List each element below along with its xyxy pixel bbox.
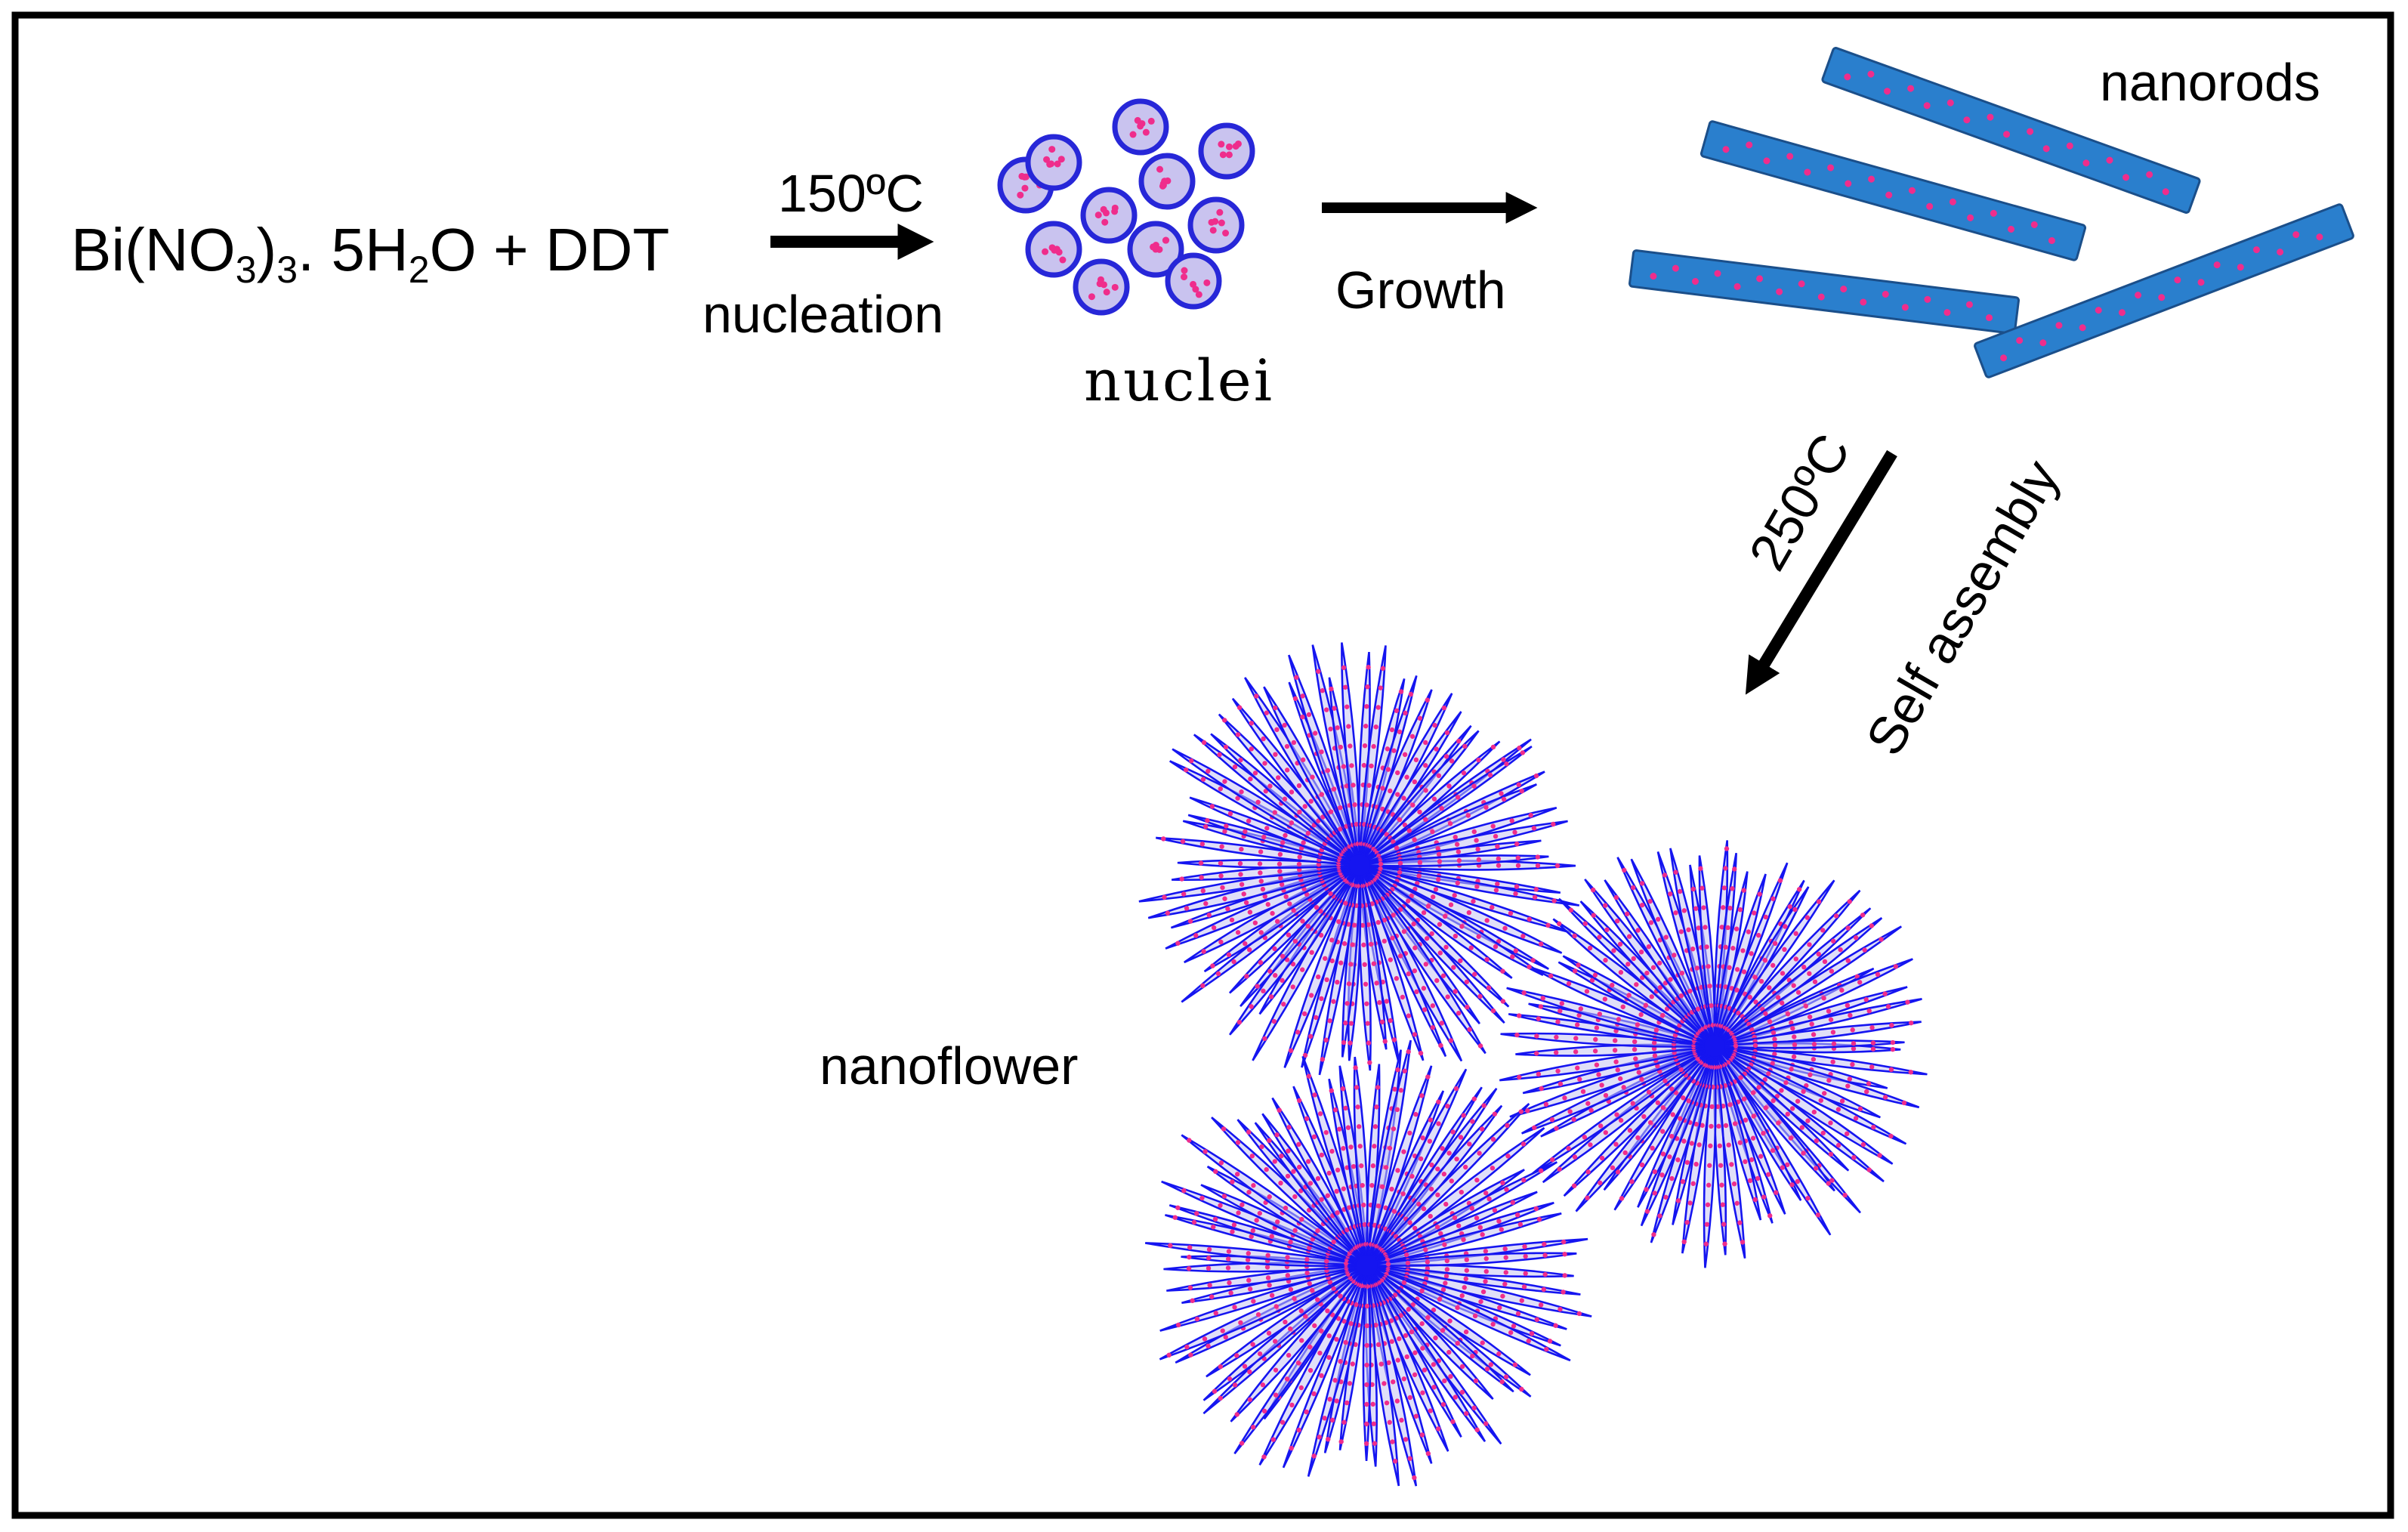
nucleation-temperature: 150ºC [778,164,924,223]
nanorod [1974,203,2354,378]
nucleus-sphere [1025,221,1082,278]
nucleus-sphere [1198,122,1255,180]
nanorods-group [1628,47,2354,378]
nanoflower-core [1349,854,1370,876]
nanoflower-petal [1166,1264,1368,1292]
nanoflower-petal [1713,1046,1835,1192]
nanoflower-label: nanoflower [820,1036,1078,1095]
nanoflower-petal [1362,1265,1372,1462]
nanoflower-petal [1228,864,1360,994]
nuclei-cluster [997,98,1255,316]
nanoflower-petal [1366,1252,1577,1267]
nanoflower-petal [1366,1265,1400,1487]
nucleus-sphere [1080,187,1138,244]
nanoflower-petal [1714,1039,1905,1049]
formula-close-paren: ) [257,216,277,283]
diagram-frame [11,11,2394,1519]
formula-water-prefix: . 5H [298,216,409,283]
nucleus-sphere [1112,98,1169,156]
nanoflower [1138,642,1580,1076]
nanoflower [1144,1039,1592,1487]
nanoflower-core [1357,1255,1378,1276]
formula-sub-3a: 3 [236,249,257,291]
nanoflower-petal [1714,1045,1885,1183]
nanoflower-petal [1359,863,1580,907]
nuclei-label: nuclei [1084,347,1274,414]
nucleus-sphere [1165,252,1222,310]
formula-sub-2: 2 [409,249,430,291]
nucleation-label: nucleation [702,285,943,344]
nanoflower-petal [1366,1264,1571,1362]
nanoflower-core [1704,1036,1725,1057]
reaction-formula: Bi(NO3)3. 5H2O + DDT [71,216,669,291]
nanoflower-petal [1283,864,1361,1068]
nanoflower-petal [1341,642,1361,866]
growth-label: Growth [1335,261,1506,320]
nanoflower-petal [1366,1103,1530,1266]
nanoflower-petal [1144,1242,1368,1267]
nanoflower-petal [1206,1264,1368,1378]
nanoflower-petal [1714,925,1902,1048]
nucleus-sphere [1138,153,1196,210]
nanorod [1628,249,2020,335]
formula-sub-3b: 3 [276,249,298,291]
self-assembly-temperature: 250ºC [1737,424,1861,579]
self-assembly-label: Self assembly [1854,450,2070,764]
nanoflower-petal [1630,858,1716,1047]
nanoflower-petal [1307,1265,1369,1477]
nanorods-label: nanorods [2100,53,2320,112]
formula-water-suffix: O + DDT [430,216,670,283]
nucleus-sphere [1073,258,1130,316]
nanoflower-petal [1181,1134,1368,1267]
formula-bi: Bi(NO [71,216,236,283]
nanoflower [1499,840,1928,1268]
nanoflower-petal [1359,783,1537,866]
nanorod [1699,120,2087,261]
nucleus-sphere [1127,221,1184,278]
nanoflower-petal [1359,854,1549,867]
nanorod [1821,47,2201,214]
nanoflower-group [1138,642,1928,1487]
nucleus-sphere [1025,134,1082,191]
self-assembly-arrow [1745,449,1897,695]
nanoflower-petal [1159,1264,1368,1361]
nucleus-sphere [1187,196,1245,254]
nanoflower-petal [1506,987,1715,1048]
